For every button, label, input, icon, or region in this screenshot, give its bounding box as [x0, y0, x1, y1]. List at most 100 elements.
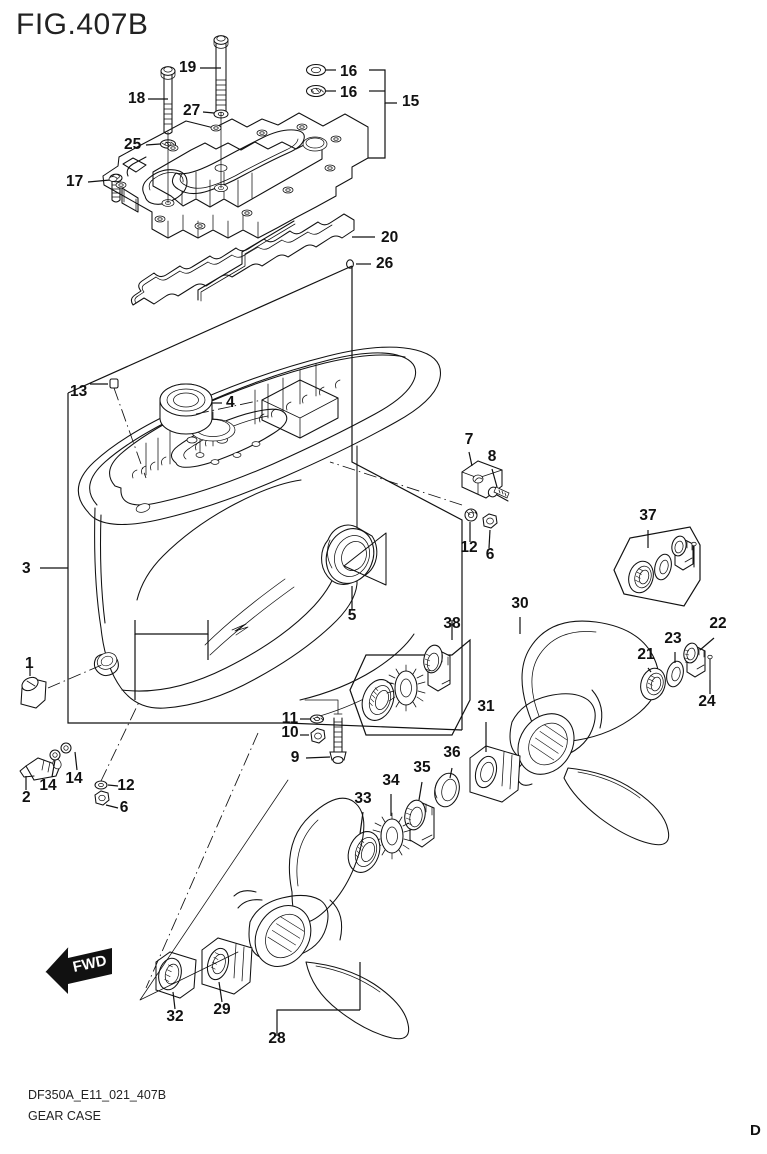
- callout-number-8: 8: [488, 448, 497, 465]
- part-6-nut-left: [94, 790, 110, 806]
- part-1-plug: [20, 676, 47, 709]
- callout-number-6: 6: [120, 799, 129, 816]
- callout-number-20: 20: [381, 229, 398, 246]
- kit-box-37: [613, 526, 701, 607]
- callout-number-17: 17: [66, 173, 83, 190]
- axis-1: [47, 663, 105, 689]
- callout-number-12: 12: [117, 777, 134, 794]
- part-32-bushing: [155, 951, 197, 999]
- callout-number-14: 14: [65, 770, 83, 787]
- part-12-washer-right: [464, 508, 478, 522]
- callout-number-16: 16: [340, 84, 358, 101]
- part-38-tab-washer: [386, 664, 426, 712]
- callout-number-31: 31: [477, 698, 495, 715]
- kit-box-38: [349, 638, 471, 736]
- part-30-propeller-upper: [509, 620, 670, 846]
- axis-anode: [329, 461, 463, 506]
- callout-number-35: 35: [413, 759, 431, 776]
- callout-number-27: 27: [183, 102, 200, 119]
- part-2-pin: [19, 757, 62, 781]
- part-22-castle-nut: [683, 642, 706, 678]
- part-16-washer-lower: [305, 84, 327, 98]
- part-20-gasket: [130, 213, 355, 306]
- leader-21: [647, 667, 652, 673]
- bracket-3-right: [351, 266, 463, 730]
- part-38-kit-contents: [361, 644, 451, 721]
- callout-number-38: 38: [443, 615, 461, 632]
- part-12-washer-left: [94, 780, 108, 790]
- part-14-washer-b: [60, 742, 72, 754]
- axis-13: [113, 387, 147, 479]
- fwd-direction-marker: FWD: [45, 947, 112, 994]
- leader-27: [202, 111, 215, 114]
- part-18-bolt: [160, 66, 176, 135]
- leader-29: [218, 981, 223, 1003]
- part-10-nut: [310, 727, 326, 744]
- part-8-screw: [487, 486, 510, 502]
- leader-9: [305, 756, 331, 759]
- part-31-spacer-upper: [469, 745, 521, 803]
- callout-number-12: 12: [460, 539, 477, 556]
- bracket-28-left: [276, 1009, 360, 1030]
- callout-number-29: 29: [213, 1001, 231, 1018]
- callout-number-21: 21: [637, 646, 655, 663]
- callout-number-6: 6: [486, 546, 495, 563]
- page-corner-mark: D: [750, 1122, 761, 1139]
- leader-14b: [74, 751, 78, 771]
- leader-32: [172, 991, 176, 1010]
- part-37-kit-contents: [628, 535, 697, 594]
- callout-number-32: 32: [166, 1008, 183, 1025]
- callout-number-19: 19: [179, 59, 197, 76]
- leader-12l: [107, 784, 119, 787]
- callout-number-18: 18: [128, 90, 146, 107]
- bracket-3-bottom: [285, 722, 463, 731]
- callout-number-28: 28: [268, 1030, 286, 1047]
- callout-number-11: 11: [282, 710, 299, 727]
- callout-number-23: 23: [664, 630, 682, 647]
- axis-lower-prop: [145, 732, 259, 989]
- callout-number-2: 2: [22, 789, 31, 806]
- leader-36: [449, 767, 453, 779]
- leader-17: [87, 179, 111, 183]
- part-11-washer: [309, 714, 325, 724]
- part-5-oil-seal: [321, 524, 378, 585]
- install-arrow-5: [343, 532, 387, 586]
- leader-14a: [51, 759, 56, 778]
- leader-6l: [105, 804, 119, 809]
- bracket-30: [134, 620, 209, 635]
- callout-number-25: 25: [124, 136, 142, 153]
- callout-number-14: 14: [39, 777, 57, 794]
- callout-number-16: 16: [340, 63, 358, 80]
- part-33-bearing: [347, 831, 381, 873]
- part-9-bolt: [329, 713, 347, 764]
- part-36-thrust-washer: [434, 772, 460, 808]
- part-28-propeller-lower: [233, 797, 410, 1040]
- part-14-washer-a: [49, 749, 61, 761]
- figure-name: GEAR CASE: [28, 1109, 101, 1123]
- callout-number-5: 5: [348, 607, 357, 624]
- leader-25: [145, 143, 161, 146]
- callout-number-24: 24: [698, 693, 716, 710]
- bracket-15-upper: [369, 69, 397, 104]
- fwd-label: FWD: [71, 952, 108, 976]
- part-3-gear-case-housing: [77, 346, 442, 717]
- part-34-tab-washer: [372, 812, 412, 860]
- callout-number-30: 30: [511, 595, 528, 612]
- callout-number-15: 15: [402, 93, 420, 110]
- callout-number-10: 10: [281, 724, 298, 741]
- callout-number-7: 7: [465, 431, 474, 448]
- callout-number-4: 4: [226, 394, 235, 411]
- part-35-castle-nut: [404, 799, 435, 848]
- part-4-bearing: [159, 383, 213, 435]
- bolt-through-lines: [167, 111, 222, 204]
- part-38-castle-nut: [423, 644, 451, 692]
- bracket-15-lower: [368, 103, 386, 159]
- callout-number-33: 33: [354, 790, 372, 807]
- part-19-long-bolt: [213, 35, 229, 116]
- leader-7: [468, 451, 473, 467]
- bolt-9-guide: [304, 699, 339, 715]
- part-29-spacer-lower: [201, 937, 253, 995]
- leader-8: [491, 468, 498, 488]
